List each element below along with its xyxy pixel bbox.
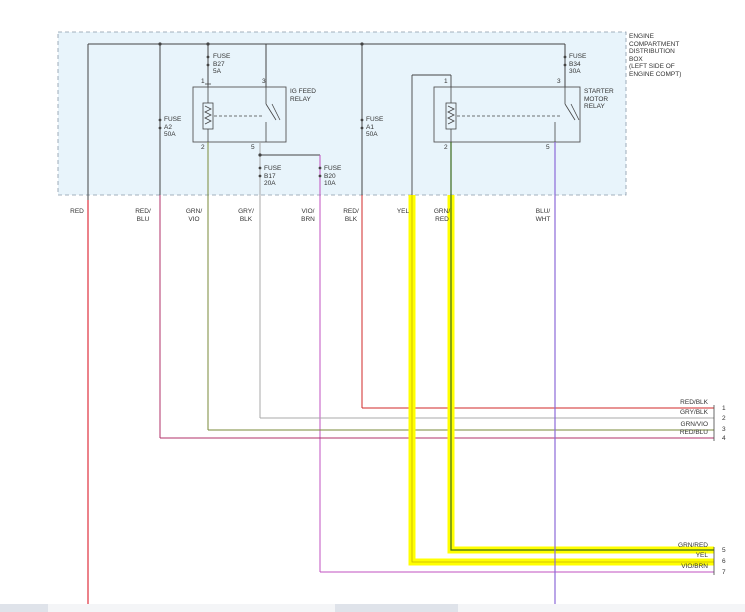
wire-label-gry-blk: GRY/ BLK (238, 208, 254, 223)
fuse-b20-label: FUSE B20 10A (324, 165, 342, 187)
fuse-b27-label: FUSE B27 5A (213, 53, 231, 75)
connector-label-1: RED/BLK (680, 399, 708, 406)
fuse-b17-symbol (258, 166, 262, 178)
connector-pin-1: 1 (722, 405, 726, 412)
wire-label-yel: YEL (396, 208, 410, 215)
fuse-a1-symbol (360, 118, 364, 130)
ig-feed-relay-switch (265, 87, 281, 142)
ig-relay-pin-5: 5 (251, 144, 255, 151)
starter-relay-switch (554, 87, 580, 142)
wire-label-grn-vio: GRN/ VIO (185, 208, 203, 223)
fuse-a1-label: FUSE A1 50A (366, 116, 384, 138)
fuse-a2-symbol (158, 118, 162, 130)
fuse-b20-symbol (318, 166, 322, 178)
wire-label-blu-wht: BLU/ WHT (535, 208, 551, 223)
connector-label-3: GRN/VIO (680, 421, 708, 428)
fuse-b34-label: FUSE B34 30A (569, 53, 587, 75)
wire-grn-red-highlight (447, 195, 714, 554)
connector-label-5: GRN/RED (678, 542, 708, 549)
starter-relay-label: STARTER MOTOR RELAY (584, 88, 614, 110)
wire-grn-red (450, 142, 714, 551)
connector-pin-4: 4 (722, 435, 726, 442)
wire-label-grn-red: GRN/ RED (433, 208, 451, 223)
starter-relay-pin-2: 2 (444, 144, 448, 151)
fuse-b27-symbol (206, 55, 210, 67)
connector-label-4: RED/BLU (679, 429, 708, 436)
connector-pin-5: 5 (722, 547, 726, 554)
starter-relay-coil (445, 87, 560, 142)
wire-label-vio-brn: VIO/ BRN (301, 208, 315, 223)
ig-relay-pin-2: 2 (201, 144, 205, 151)
viewer-bottom-bar-segment (48, 604, 335, 612)
fuse-b17-label: FUSE B17 20A (264, 165, 282, 187)
starter-relay-pin-5: 5 (546, 144, 550, 151)
wire-label-red-blk: RED/ BLK (343, 208, 359, 223)
starter-relay-pin-3: 3 (557, 78, 561, 85)
ig-relay-pin-1: 1 (201, 78, 205, 85)
wire-yel-highlight (408, 195, 714, 566)
connector-label-7: VIO/BRN (681, 563, 708, 570)
ig-feed-relay-label: IG FEED RELAY (290, 88, 317, 103)
ig-relay-pin-3: 3 (262, 78, 266, 85)
fuse-a2-label: FUSE A2 50A (164, 116, 182, 138)
connector-pin-3: 3 (722, 426, 726, 433)
wire-label-red-blu: RED/ BLU (135, 208, 151, 223)
connector-pin-6: 6 (722, 558, 726, 565)
connector-label-2: GRY/BLK (679, 409, 708, 416)
starter-motor-relay (433, 86, 581, 143)
starter-relay-pin-1: 1 (444, 78, 448, 85)
wire-yel (411, 195, 714, 563)
viewer-bottom-bar-segment (458, 604, 745, 612)
connector-pin-7: 7 (722, 569, 726, 576)
ig-feed-relay-coil (202, 87, 262, 142)
wire-label-red: RED (70, 208, 84, 215)
ig-feed-relay (192, 86, 287, 143)
viewer-bottom-bar (0, 604, 745, 612)
connector-label-6: YEL (695, 552, 708, 559)
box-label: ENGINE COMPARTMENT DISTRIBUTION BOX (LEF… (629, 33, 682, 78)
connector-pin-2: 2 (722, 415, 726, 422)
fuse-b34-symbol (563, 55, 567, 67)
